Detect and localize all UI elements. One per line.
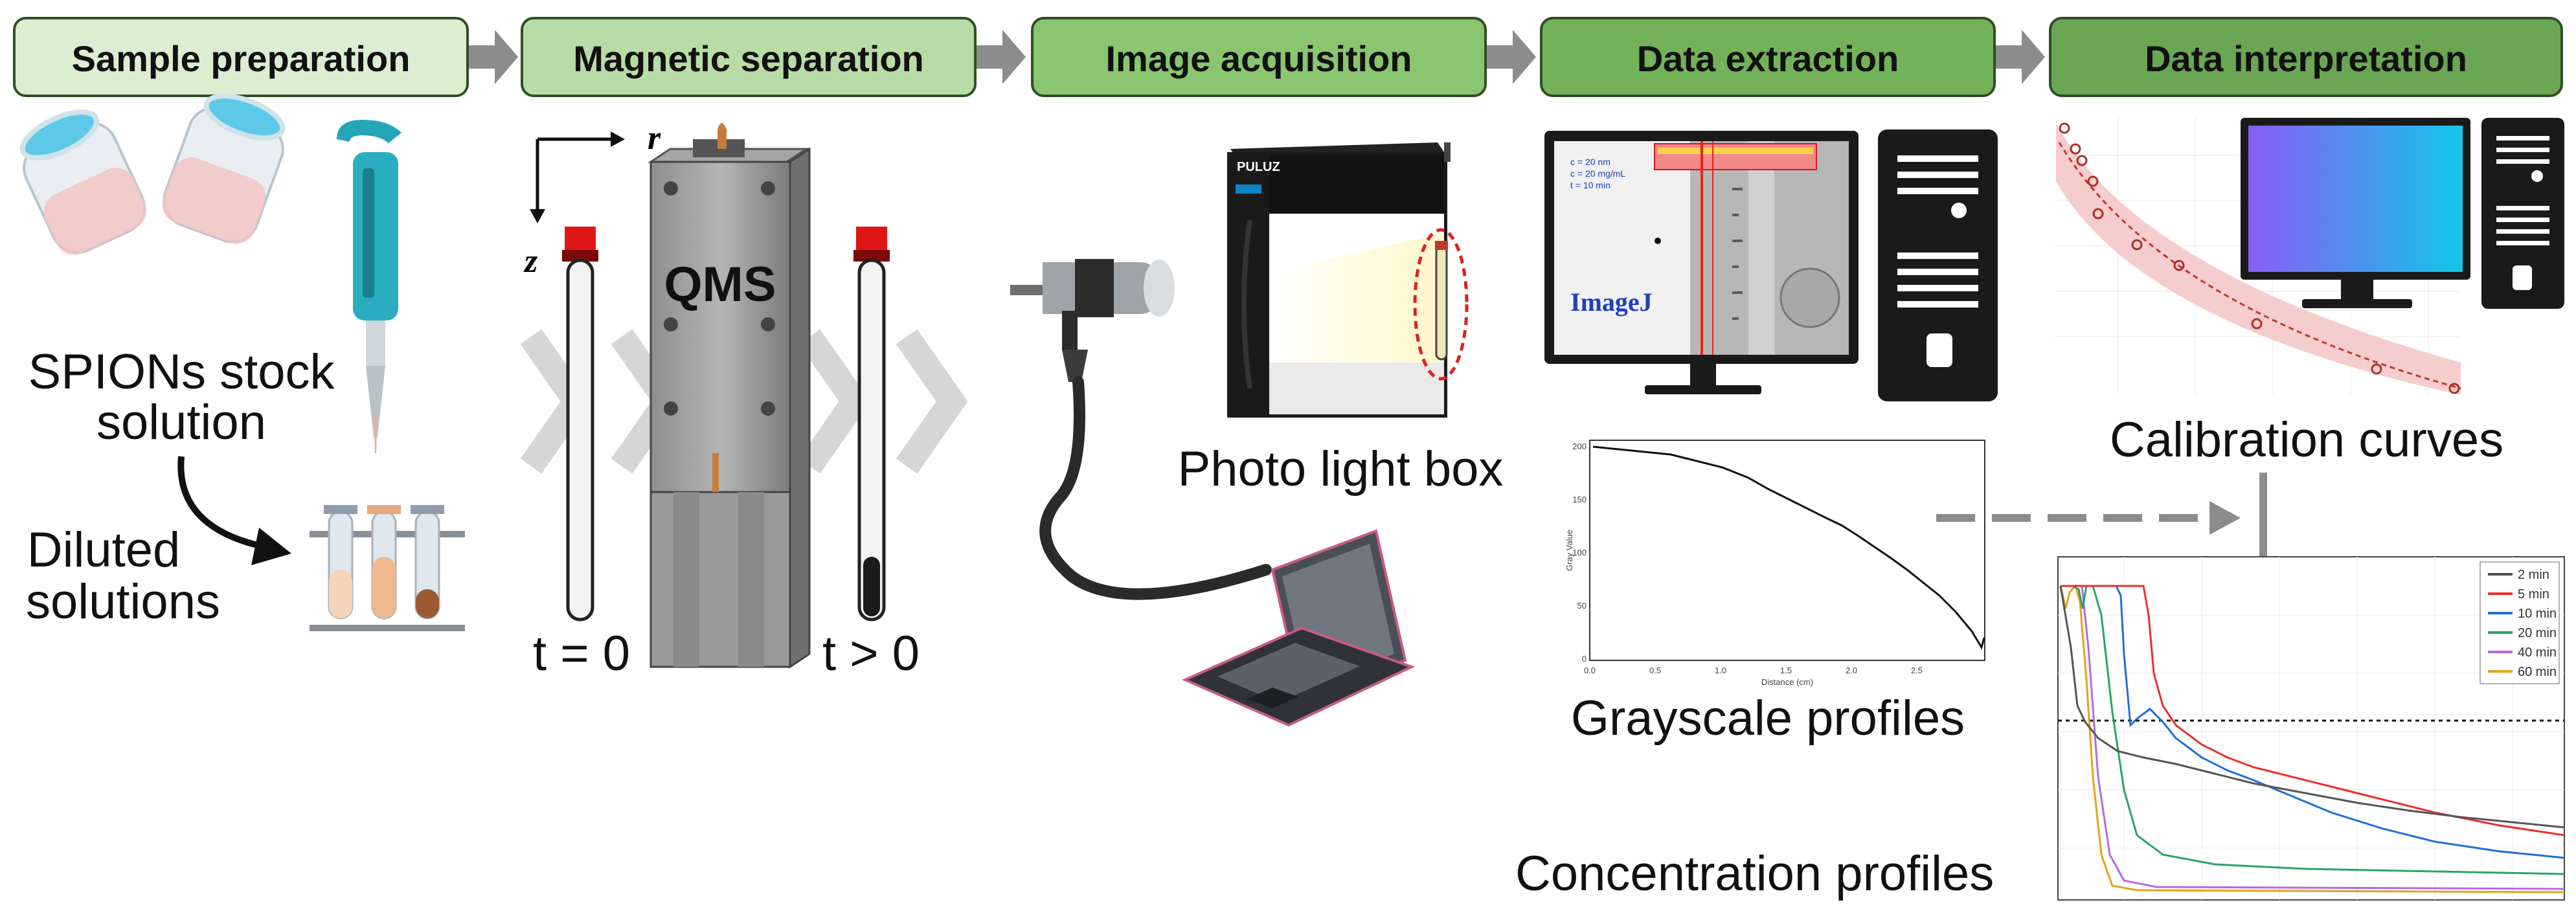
svg-text:2.5: 2.5 (1911, 666, 1923, 675)
series-10min (2061, 585, 2565, 859)
imagej-readout-2: c = 20 mg/mL (1570, 168, 1625, 179)
imagej-readout-3: t = 10 min (1570, 180, 1610, 190)
grayscale-profile-plot: 200 150 100 50 0 0.0 0.5 1.0 1.5 2.0 2.5… (1565, 440, 1985, 687)
axes-icon (536, 137, 622, 220)
step-header-row: Sample preparation Magnetic separation I… (13, 17, 2563, 97)
light-box-brand: PULUZ (1237, 160, 1280, 174)
test-tube-rack-icon (310, 505, 465, 631)
diluted-label-line2: solutions (26, 574, 220, 629)
step-label: Data extraction (1637, 38, 1899, 79)
grayscale-y-ticks: 200 150 100 50 0 (1572, 442, 1587, 664)
qms-label: QMS (664, 257, 776, 312)
sample-preparation-panel: SPIONs stock solution Diluted solutions (19, 93, 465, 631)
step-arrow-icon (1996, 30, 2045, 84)
legend-item: 60 min (2518, 665, 2557, 679)
laptop-icon (1182, 529, 1416, 727)
vial-icon (162, 93, 286, 244)
series-20min (2061, 585, 2565, 875)
step-box (1031, 17, 1487, 97)
stock-solution-label-line1: SPIONs stock (28, 344, 335, 399)
step-label: Image acquisition (1106, 38, 1412, 79)
calibration-curves-label: Calibration curves (2110, 412, 2503, 467)
step-magnetic-separation: Magnetic separation (521, 17, 977, 97)
svg-text:150: 150 (1572, 495, 1587, 504)
monitor-icon (2241, 118, 2470, 308)
time-start-label: t = 0 (533, 626, 630, 681)
imagej-logo: ImageJ (1570, 287, 1653, 317)
calibration-points (2059, 122, 2460, 394)
axis-r-label: r (648, 120, 661, 157)
svg-text:50: 50 (1577, 601, 1587, 611)
diluted-label-line1: Diluted (27, 522, 181, 578)
image-acquisition-panel: PULUZ Photo light box (1010, 142, 1504, 727)
legend-item: 2 min (2518, 568, 2549, 582)
step-box (521, 17, 977, 97)
arrow-head-icon (251, 528, 291, 565)
legend-item: 5 min (2518, 587, 2549, 601)
data-extraction-panel: c = 20 nm c = 20 mg/mL t = 10 min ImageJ… (1544, 129, 2241, 746)
svg-text:0.5: 0.5 (1649, 666, 1661, 675)
svg-text:0: 0 (1582, 654, 1587, 664)
concentration-profile-plot: 2 min 5 min 10 min 20 min 40 min 60 min (2057, 556, 2565, 901)
pipette-icon (337, 120, 401, 453)
computer-tower-icon (2481, 118, 2564, 309)
test-tube-end-icon (853, 227, 890, 622)
imagej-readout-1: c = 20 nm (1570, 157, 1610, 167)
step-data-extraction: Data extraction (1540, 17, 1996, 97)
concentration-profiles-label: Concentration profiles (1515, 846, 1994, 901)
axis-arrow-icon (611, 131, 625, 147)
step-arrow-icon (1487, 30, 1536, 84)
axis-z-label: z (523, 243, 538, 280)
axis-arrow-icon (530, 209, 545, 223)
arrow-head-icon (2209, 501, 2241, 535)
svg-text:1.0: 1.0 (1715, 666, 1726, 675)
series-60min (2059, 583, 2565, 893)
dilution-arrow-icon (177, 456, 267, 550)
step-label: Data interpretation (2145, 38, 2467, 79)
computer-tower-icon (1878, 129, 1998, 401)
magnetic-separation-panel: r z (520, 120, 968, 681)
grayscale-x-ticks: 0.0 0.5 1.0 1.5 2.0 2.5 (1584, 666, 1923, 675)
stock-solution-label-line2: solution (96, 395, 266, 450)
svg-text:200: 200 (1572, 442, 1587, 451)
legend: 2 min 5 min 10 min 20 min 40 min 60 min (2480, 561, 2560, 684)
grayscale-profiles-label: Grayscale profiles (1571, 691, 1965, 746)
step-label: Sample preparation (72, 38, 411, 79)
grayscale-curve (1592, 445, 1985, 650)
step-arrow-icon (977, 30, 1026, 84)
step-image-acquisition: Image acquisition (1031, 17, 1487, 97)
legend-item: 40 min (2518, 645, 2557, 660)
step-arrow-icon (469, 30, 518, 84)
legend-item: 10 min (2518, 607, 2557, 621)
svg-text:2.0: 2.0 (1846, 666, 1857, 675)
calibration-fit-line (2058, 142, 2461, 390)
step-sample-preparation: Sample preparation (13, 17, 469, 97)
photo-light-box-label: Photo light box (1178, 442, 1504, 497)
svg-text:1.5: 1.5 (1780, 666, 1792, 675)
svg-text:0.0: 0.0 (1584, 666, 1596, 675)
step-arrows (469, 30, 2045, 84)
qms-device-icon (648, 123, 811, 669)
step-data-interpretation: Data interpretation (2049, 17, 2563, 97)
confidence-band (2056, 123, 2461, 395)
monitor-imagej-icon (1544, 131, 1859, 394)
test-tube-start-icon (562, 227, 598, 622)
vial-icon (19, 109, 147, 255)
time-end-label: t > 0 (822, 626, 920, 681)
grayscale-y-label: Gray Value (1565, 530, 1574, 571)
series-2min (2059, 585, 2565, 829)
legend-item: 20 min (2518, 626, 2557, 640)
step-box (2049, 17, 2563, 97)
grayscale-x-label: Distance (cm) (1761, 677, 1813, 687)
digital-microscope-icon (1010, 259, 1272, 600)
photo-light-box-icon (1227, 142, 1469, 418)
series-5min (2061, 585, 2565, 836)
step-box (1540, 17, 1996, 97)
step-label: Magnetic separation (573, 38, 923, 79)
data-interpretation-panel: Calibration curves (1515, 117, 2565, 901)
svg-text:100: 100 (1572, 548, 1587, 557)
